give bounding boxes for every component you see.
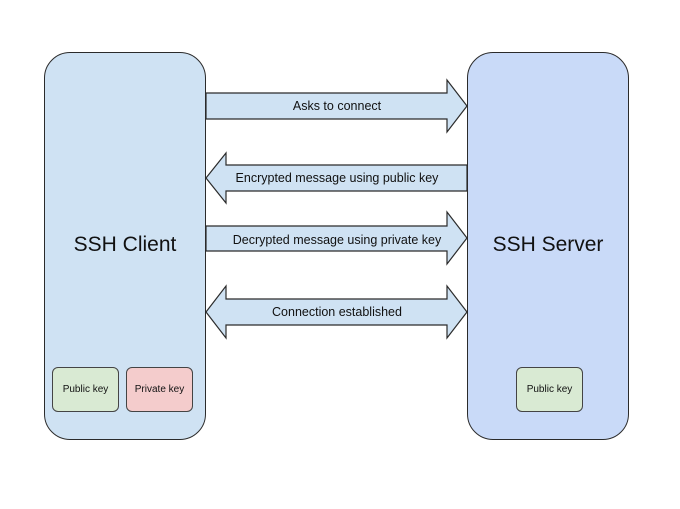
arrow-label-decrypted-message: Decrypted message using private key bbox=[232, 233, 442, 247]
client-private-key: Private key bbox=[126, 367, 193, 412]
arrow-encrypted-message bbox=[205, 151, 468, 205]
client-public-key: Public key bbox=[52, 367, 119, 412]
arrow-connection-established bbox=[205, 284, 468, 340]
arrow-decrypted-message bbox=[205, 210, 468, 266]
arrow-label-asks-to-connect: Asks to connect bbox=[292, 99, 382, 113]
ssh-server-box: SSH Server Public key bbox=[467, 52, 629, 440]
ssh-server-title: SSH Server bbox=[492, 233, 604, 256]
arrow-label-encrypted-message: Encrypted message using public key bbox=[235, 171, 439, 185]
arrow-asks-to-connect bbox=[205, 78, 468, 134]
arrow-label-connection-established: Connection established bbox=[272, 305, 402, 319]
ssh-client-title: SSH Client bbox=[73, 233, 177, 256]
server-public-key: Public key bbox=[516, 367, 583, 412]
ssh-client-box: SSH Client Public key Private key bbox=[44, 52, 206, 440]
